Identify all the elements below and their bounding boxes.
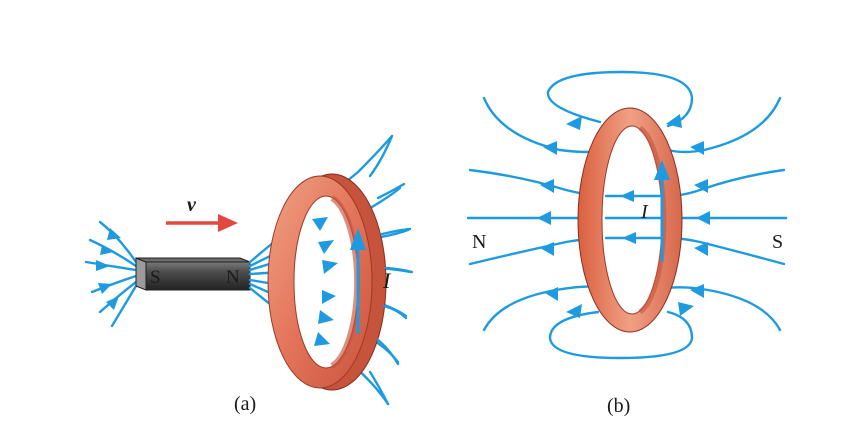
field-arrow — [540, 242, 554, 256]
field-arrow — [678, 302, 694, 316]
copper-ring-b — [577, 107, 683, 333]
current-label-a: I — [382, 268, 392, 293]
field-lines-through-ring — [312, 217, 338, 346]
field-arrow — [314, 332, 330, 346]
field-arrow — [566, 116, 582, 130]
field-loop-bottom — [548, 302, 694, 360]
field-lines-through-ring-b — [604, 190, 664, 244]
field-arrow — [543, 141, 557, 155]
field-arrow — [540, 179, 554, 193]
field-arrow — [100, 245, 114, 255]
field-loop-top — [546, 70, 694, 130]
caption-a: (a) — [234, 393, 256, 415]
field-arrow — [312, 217, 328, 231]
field-lines-beyond-ring — [368, 134, 414, 406]
north-label-b: N — [472, 231, 486, 253]
current-label-b: I — [640, 201, 649, 223]
copper-ring-a — [267, 173, 387, 391]
field-arrow — [106, 296, 119, 310]
south-label-b: S — [772, 231, 783, 253]
field-lines-south-pole — [84, 220, 138, 328]
field-arrow — [545, 287, 558, 301]
field-arrow — [694, 179, 708, 193]
field-arrow — [566, 304, 582, 318]
field-arrow — [690, 284, 704, 298]
field-arrow — [322, 290, 336, 304]
field-arrow — [322, 260, 338, 274]
field-arrow — [318, 310, 334, 324]
velocity-label: v — [187, 194, 197, 216]
field-arrow — [96, 260, 110, 271]
field-arrow — [666, 114, 682, 128]
velocity-arrow: v — [166, 194, 238, 232]
field-arrow — [690, 141, 704, 155]
field-lines-right — [664, 96, 788, 332]
field-arrow — [620, 190, 634, 202]
field-arrow — [98, 283, 112, 294]
field-arrow — [696, 211, 710, 225]
magnet-north-label: N — [226, 267, 240, 288]
panel-a: S N v — [84, 134, 414, 415]
field-arrow — [318, 240, 334, 254]
field-arrow — [537, 211, 551, 225]
field-arrow — [622, 232, 636, 244]
bar-magnet: S N — [135, 257, 251, 291]
caption-b: (b) — [607, 395, 630, 417]
magnet-south-label: S — [150, 267, 161, 288]
panel-b: N S I (b) — [466, 70, 788, 417]
field-arrow — [107, 228, 121, 240]
field-arrow — [694, 242, 708, 256]
